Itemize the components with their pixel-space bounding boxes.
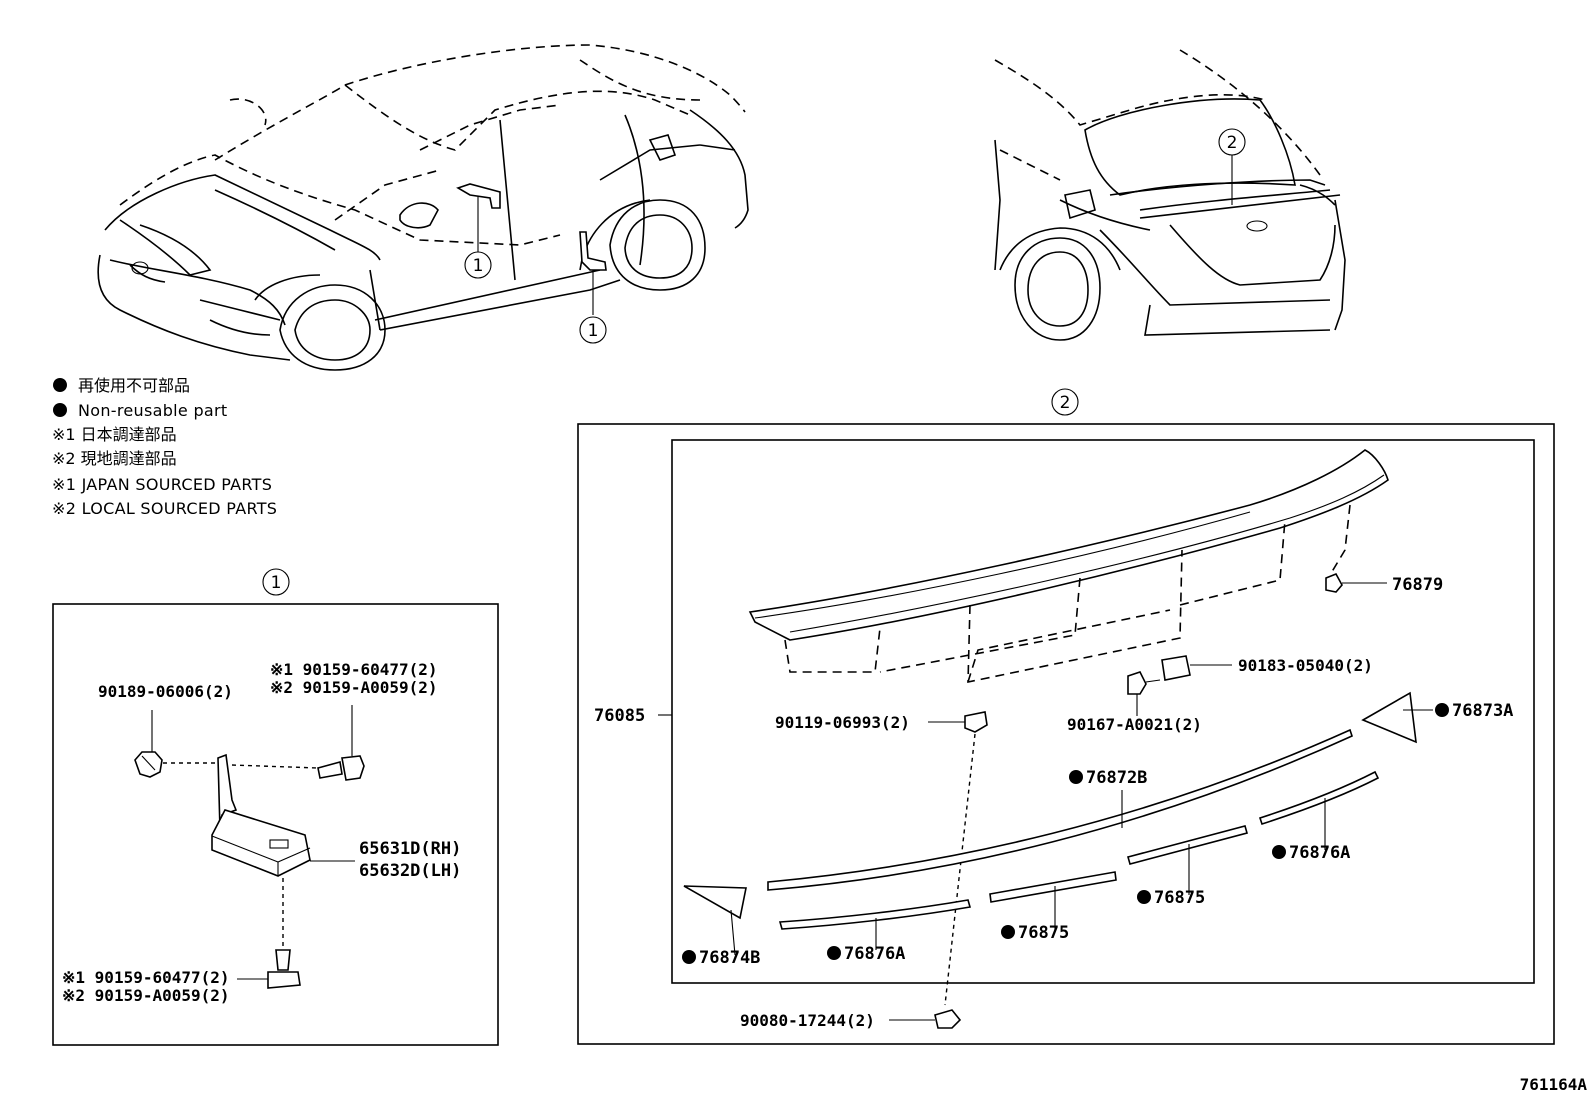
clip-90080 [934,1009,962,1029]
detail-2-callout: 2 [1051,388,1079,416]
svg-text:1: 1 [588,321,599,341]
detail-2-inner-frame [671,439,1535,984]
pad-76873a [1361,691,1417,744]
legend-non-reusable-en: Non-reusable part [78,401,227,420]
label-76876a-right: 76876A [1289,843,1350,863]
legend: 再使用不可部品 Non-reusable part ※1 日本調達部品 ※2 現… [52,376,277,518]
label-90183-05040: 90183-05040(2) [1238,656,1373,675]
bracket-65631d [211,809,311,877]
rear-car-illustration [994,49,1346,341]
screw-90167 [1127,671,1147,695]
tape-76875-middle [989,871,1117,903]
label-76085: 76085 [594,706,645,726]
detail-1-callout: 1 [262,568,290,596]
svg-text:1: 1 [271,573,282,593]
label-76872b: 76872B [1086,768,1147,788]
callout-1-front-door: 1 [464,251,492,279]
front-car-illustration [97,44,749,371]
nut-90183 [1161,655,1191,681]
callout-1-rocker: 1 [579,316,607,344]
svg-text:1: 1 [473,256,484,276]
legend-japan-sourced-en: ※1 JAPAN SOURCED PARTS [52,475,272,494]
bolt-90159-upper [341,755,365,781]
label-90167-a0021: 90167-A0021(2) [1067,715,1202,734]
svg-text:2: 2 [1060,393,1071,413]
label-76875-middle: 76875 [1018,923,1069,943]
detail-1-frame [52,603,499,1046]
tape-76876a-right [1258,770,1380,826]
detail-1-parts [134,705,365,989]
label-bolt-upper-japan: ※1 90159-60477(2) [270,660,438,679]
label-bolt-lower-local: ※2 90159-A0059(2) [62,986,230,1005]
label-76874b: 76874B [699,948,760,968]
label-76879: 76879 [1392,575,1443,595]
bolt-90159-lower [267,971,301,989]
callout-2-rear: 2 [1218,128,1246,156]
pad-76874b [683,885,747,920]
legend-non-reusable-ja: 再使用不可部品 [78,376,190,395]
label-65632d-lh: 65632D(LH) [359,861,461,881]
tape-76876a-left [778,899,972,930]
svg-text:2: 2 [1227,133,1238,153]
tape-76875-right [1127,825,1248,865]
diagram-id: 761164A [1520,1075,1588,1094]
label-bolt-lower-japan: ※1 90159-60477(2) [62,968,230,987]
detail-2-outer-frame [577,423,1555,1045]
detail-1-labels: 90189-06006(2) ※1 90159-60477(2) ※2 9015… [62,660,461,1005]
clip-90189 [134,751,163,778]
label-76875-right: 76875 [1154,888,1205,908]
molding-76872b [767,728,1353,891]
detail-2-labels: 76085 76879 90183-05040(2) 90119-06993(2… [594,575,1513,1030]
label-90119-06993: 90119-06993(2) [775,713,910,732]
label-90080-17244: 90080-17244(2) [740,1011,875,1030]
detail-2-parts [658,449,1433,1029]
label-65631d-rh: 65631D(RH) [359,839,461,859]
legend-local-sourced-ja: ※2 現地調達部品 [52,449,177,468]
clip-76879 [1325,572,1343,593]
label-76876a-left: 76876A [844,944,905,964]
legend-local-sourced-en: ※2 LOCAL SOURCED PARTS [52,499,277,518]
garnish-76085 [748,449,1389,641]
label-90189-06006: 90189-06006(2) [98,682,233,701]
label-bolt-upper-local: ※2 90159-A0059(2) [270,678,438,697]
clip-90119 [964,711,988,733]
legend-japan-sourced-ja: ※1 日本調達部品 [52,425,177,444]
label-76873a: 76873A [1452,701,1513,721]
